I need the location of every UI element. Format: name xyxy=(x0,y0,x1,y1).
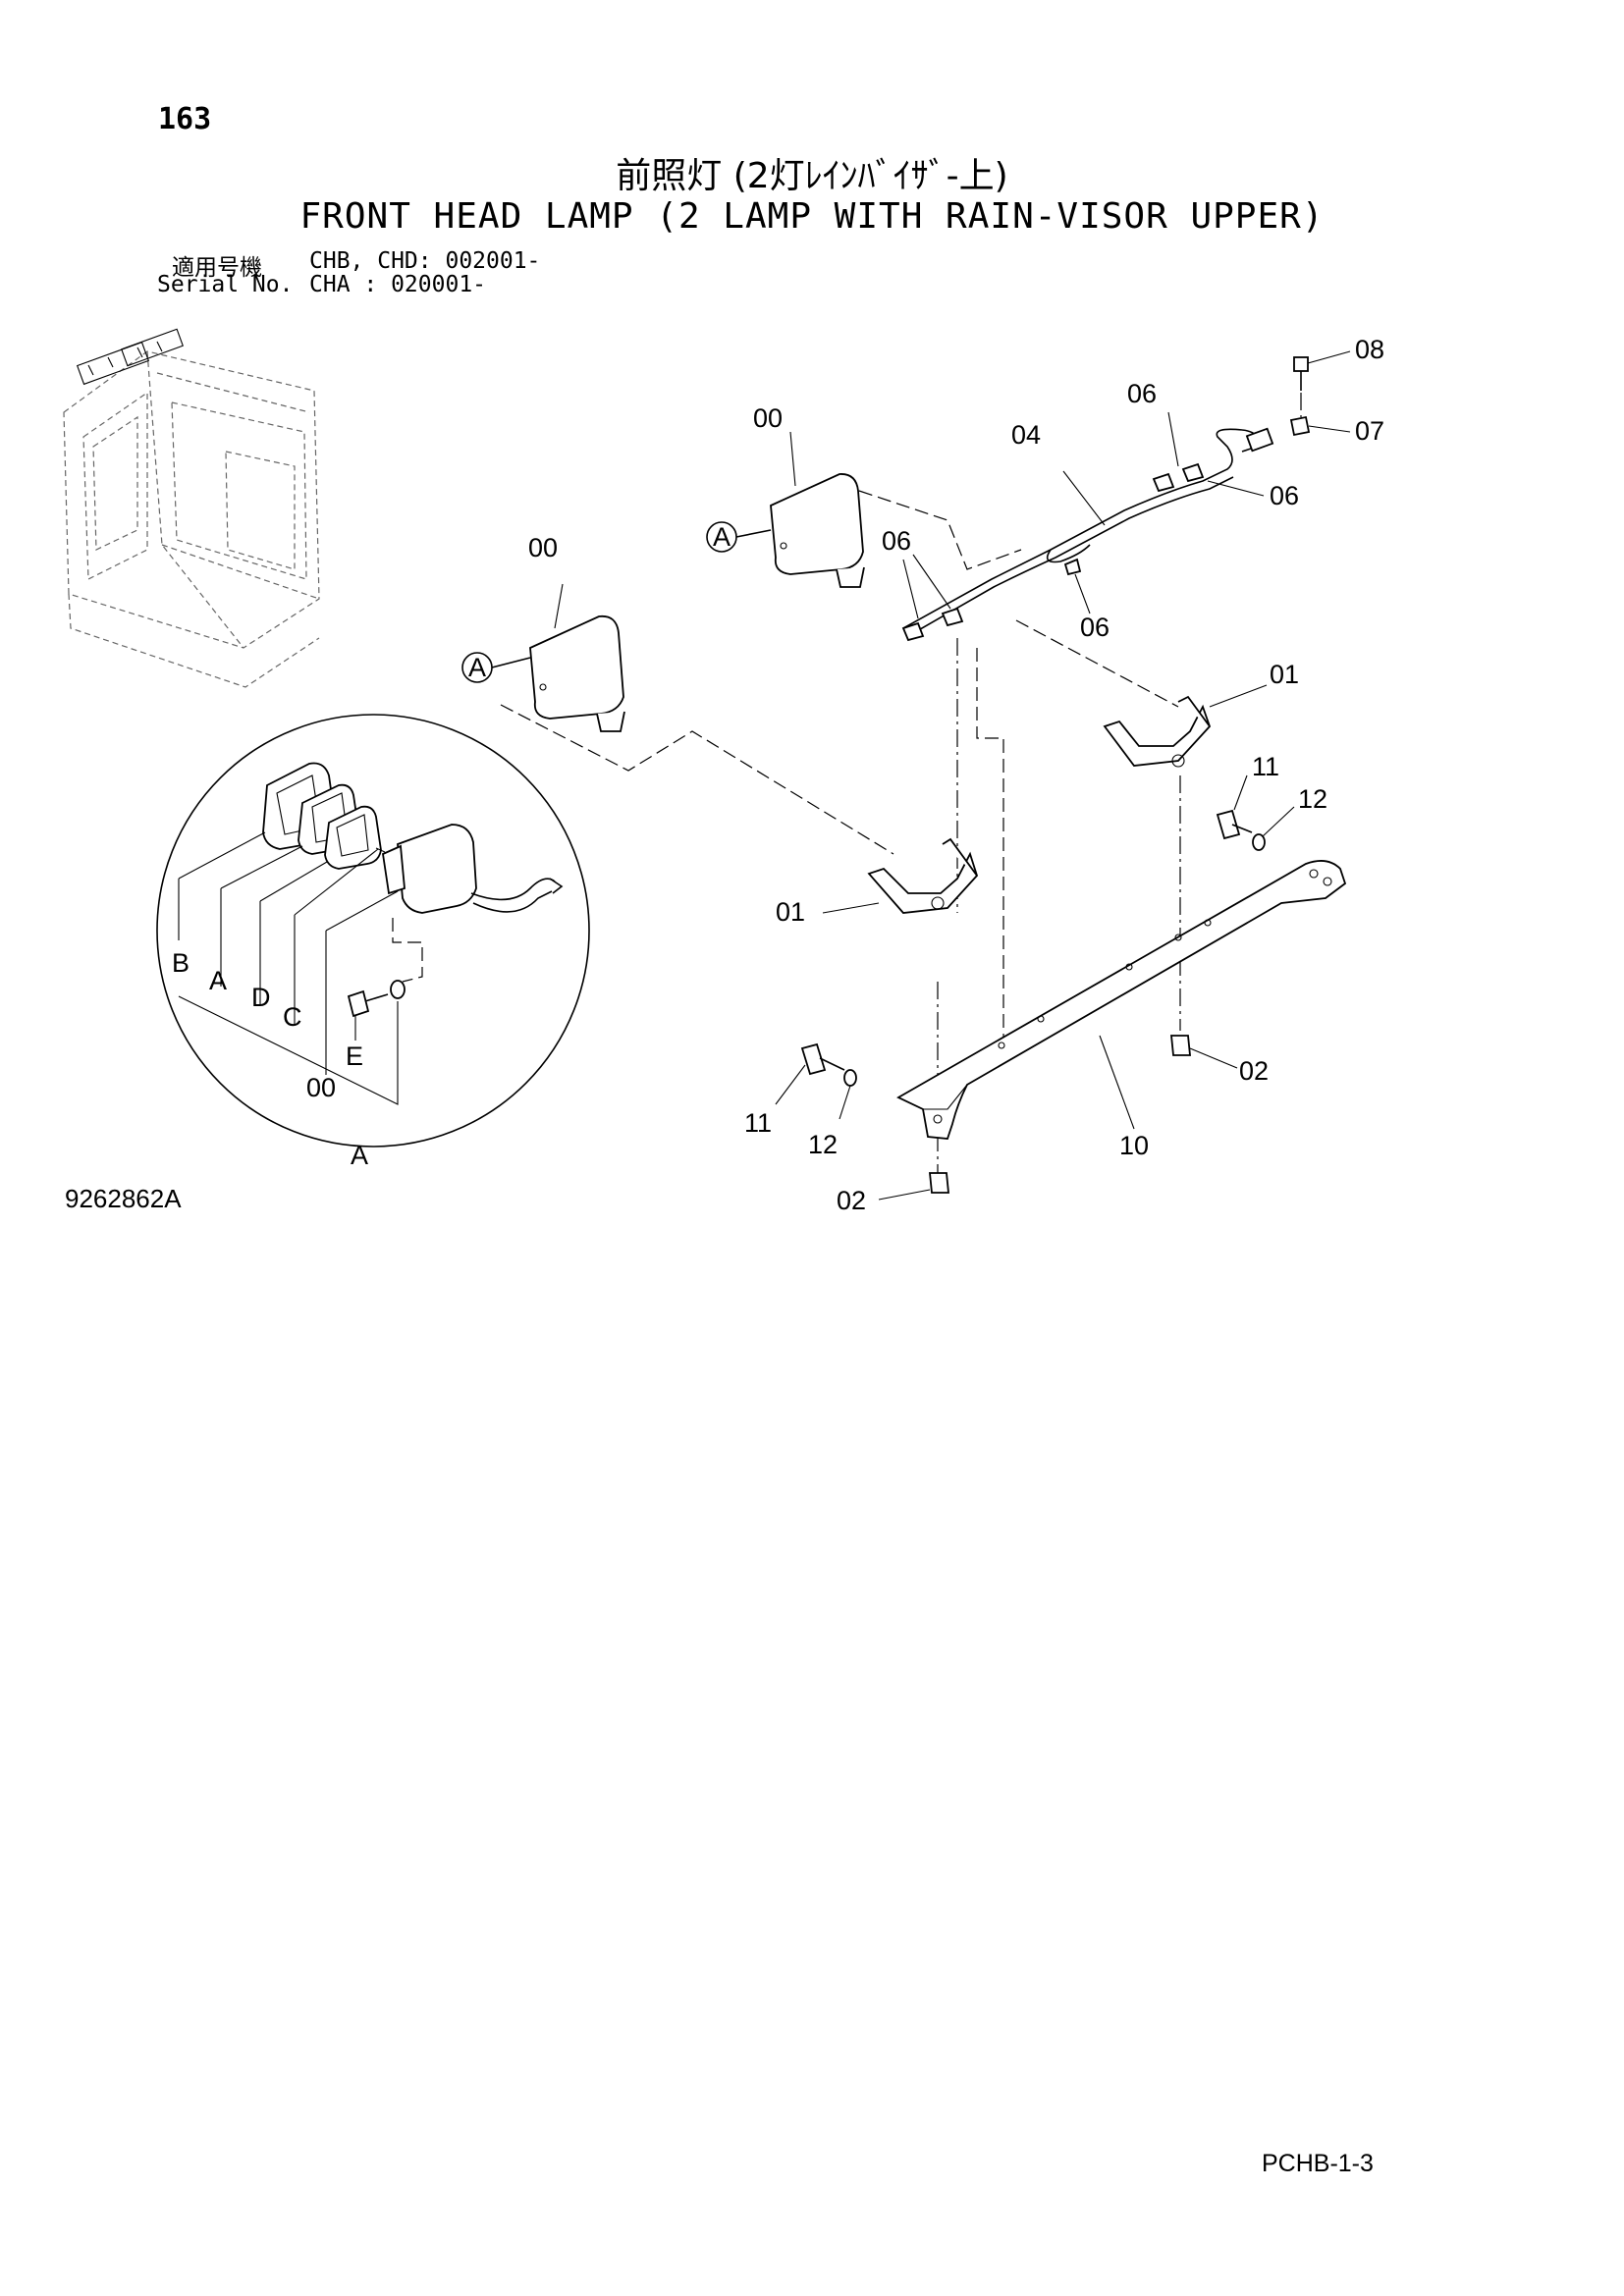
callout-11-right: 11 xyxy=(1252,752,1279,781)
detail-label-d: D xyxy=(251,983,271,1012)
serial-label-japanese: 適用号機 xyxy=(172,255,262,281)
detail-label-a: A xyxy=(209,966,227,995)
bolt-11-washer-12-left xyxy=(775,1042,857,1120)
cab-overview-sketch xyxy=(63,328,320,688)
callout-02-right: 02 xyxy=(1239,1056,1269,1086)
callout-11-left: 11 xyxy=(744,1108,772,1138)
reference-a-right: A xyxy=(713,522,731,552)
callout-10: 10 xyxy=(1119,1131,1149,1160)
alignment-lines xyxy=(500,490,1181,1188)
reference-a-left: A xyxy=(468,653,486,682)
callout-07: 07 xyxy=(1355,416,1384,446)
detail-label-00: 00 xyxy=(306,1073,336,1102)
page-number: 163 xyxy=(158,102,212,136)
callout-00-left: 00 xyxy=(528,533,558,562)
bolt-02-bottom xyxy=(878,1172,949,1201)
title-japanese: 前照灯 (2灯ﾚｲﾝﾊﾞｲｻﾞ-上) xyxy=(616,156,1008,196)
bolt-02-right xyxy=(1170,1035,1238,1069)
callout-06-mid: 06 xyxy=(1080,613,1110,642)
callout-01-right: 01 xyxy=(1270,660,1299,689)
serial-label-english: Serial No. xyxy=(157,272,294,297)
serial-range-1: CHB, CHD: 002001- xyxy=(309,248,541,274)
detail-label-c: C xyxy=(283,1002,302,1032)
callout-12-right: 12 xyxy=(1298,784,1327,814)
callout-06-right: 06 xyxy=(1270,481,1299,510)
detail-label-b: B xyxy=(172,948,189,978)
callout-12-left: 12 xyxy=(808,1130,838,1159)
callout-06-clip: 06 xyxy=(882,526,911,556)
harness-clips xyxy=(901,411,1265,642)
callout-08: 08 xyxy=(1355,335,1384,364)
drawing-number: 9262862A xyxy=(65,1184,182,1213)
callout-06-top: 06 xyxy=(1127,379,1157,408)
bolt-08-and-clip-07 xyxy=(1289,350,1351,437)
callout-04: 04 xyxy=(1011,420,1041,450)
callout-00-right: 00 xyxy=(753,403,783,433)
page-code: PCHB-1-3 xyxy=(1262,2150,1374,2177)
bolt-11-washer-12-right xyxy=(1216,774,1295,851)
head-lamp-left xyxy=(529,583,625,732)
mounting-bar-10 xyxy=(896,860,1347,1140)
reference-a-right-marker xyxy=(706,521,772,553)
serial-range-2: CHA : 020001- xyxy=(309,272,487,297)
head-lamp-right xyxy=(770,431,865,588)
callout-01-left: 01 xyxy=(776,897,805,927)
reference-a-left-marker xyxy=(461,652,531,683)
wiring-harness xyxy=(902,427,1274,637)
detail-label-a-bottom: A xyxy=(351,1141,368,1170)
title-english: FRONT HEAD LAMP (2 LAMP WITH RAIN-VISOR … xyxy=(299,196,1325,237)
lamp-detail-view xyxy=(156,714,590,1148)
bracket-01-left xyxy=(822,837,979,914)
detail-label-e: E xyxy=(346,1041,363,1071)
callout-02-bottom: 02 xyxy=(837,1186,866,1215)
bracket-01-right xyxy=(1103,684,1268,768)
